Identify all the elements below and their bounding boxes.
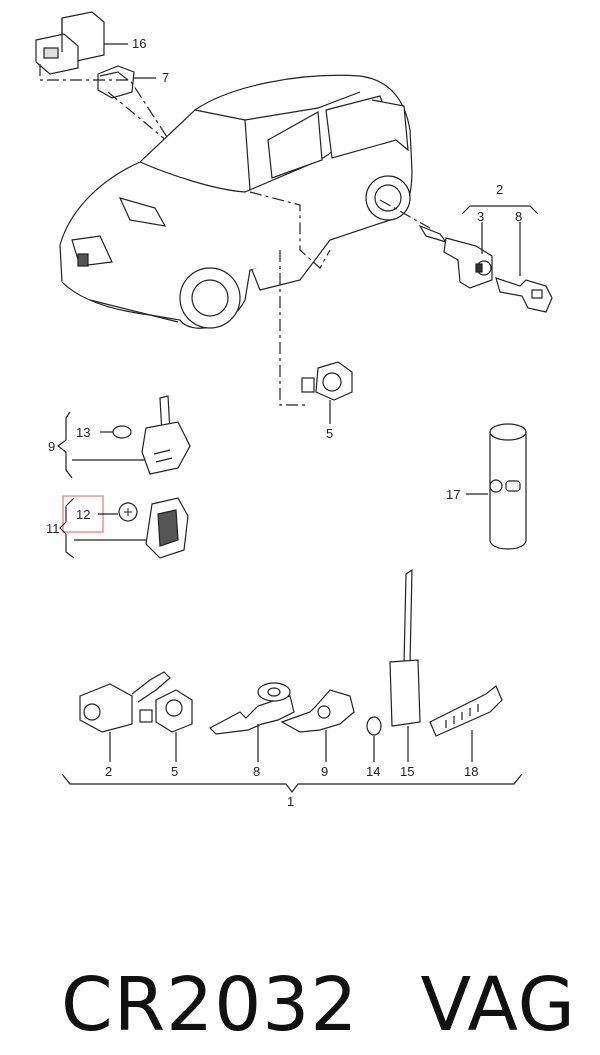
bottom-cylinder-18 xyxy=(429,685,503,737)
bottom-label-5: 5 xyxy=(171,764,178,779)
remote-key-9 xyxy=(141,395,191,475)
bottom-tool-15 xyxy=(389,568,421,727)
bottom-label-15: 15 xyxy=(400,764,414,779)
lock-cylinder-2 xyxy=(418,224,493,289)
bottom-lock-part-5 xyxy=(139,689,193,733)
coin-cell-13 xyxy=(112,425,132,439)
car-outline xyxy=(59,74,413,329)
group-label-1: 1 xyxy=(287,794,294,809)
connector-line-2 xyxy=(379,199,431,229)
remote-fob-11 xyxy=(145,497,189,559)
caption-part-number: CR2032 xyxy=(61,962,359,1048)
caption: CR2032 VAG xyxy=(12,855,592,1048)
bracket-group-1 xyxy=(61,773,523,793)
bottom-lock-cylinder-2 xyxy=(79,671,171,733)
label-17: 17 xyxy=(446,487,460,502)
label-9: 9 xyxy=(48,439,55,454)
connector-line-16 xyxy=(39,64,183,161)
bottom-label-18: 18 xyxy=(464,764,478,779)
connector-line-5 xyxy=(279,250,306,406)
bracket-9 xyxy=(57,411,73,479)
cap-part-7 xyxy=(97,65,135,99)
key-part-8 xyxy=(495,277,553,313)
label-5: 5 xyxy=(326,426,333,441)
label-12: 12 xyxy=(76,507,90,522)
lock-part-5-upper xyxy=(301,361,353,401)
bottom-key-8 xyxy=(209,682,295,735)
label-2: 2 xyxy=(496,182,503,197)
parts-diagram: 16 7 2 3 8 5 13 9 12 11 17 2 5 8 9 14 15… xyxy=(35,11,553,809)
label-13: 13 xyxy=(76,425,90,440)
caption-brand: VAG xyxy=(420,962,577,1048)
bottom-label-2: 2 xyxy=(105,764,112,779)
connector-line-door xyxy=(249,191,331,269)
switch-part-16 xyxy=(35,11,105,75)
bottom-label-9: 9 xyxy=(321,764,328,779)
label-11: 11 xyxy=(46,521,60,536)
label-3: 3 xyxy=(477,209,484,224)
spray-can-17 xyxy=(489,423,527,550)
bottom-label-8: 8 xyxy=(253,764,260,779)
bracket-11 xyxy=(59,497,75,559)
bottom-remote-9 xyxy=(280,689,355,733)
bottom-label-14: 14 xyxy=(366,764,380,779)
bottom-ring-14 xyxy=(366,716,382,736)
label-8: 8 xyxy=(515,209,522,224)
label-7: 7 xyxy=(162,70,169,85)
label-16: 16 xyxy=(132,36,146,51)
bracket-2 xyxy=(461,205,539,215)
